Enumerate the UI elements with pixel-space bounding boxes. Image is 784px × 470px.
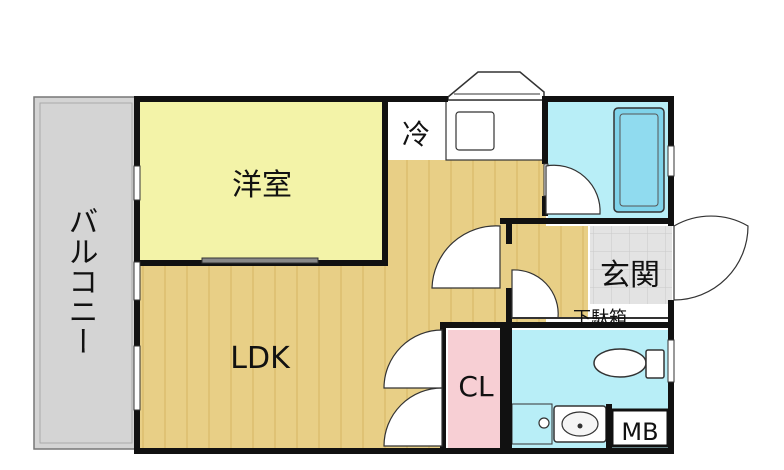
western-room-floor <box>140 100 385 260</box>
toilet-tank <box>645 349 665 379</box>
western-room-label: 洋室 <box>232 168 292 203</box>
balcony-label: バルコニー <box>63 206 98 356</box>
meter-box-label: MB <box>621 418 658 446</box>
entrance-label: 玄関 <box>600 258 660 293</box>
kitchen-hood <box>447 71 545 101</box>
refrigerator-label: 冷 <box>402 118 430 151</box>
kitchen-floor-strip <box>445 300 507 325</box>
entrance-tile <box>590 226 672 304</box>
closet-label: CL <box>458 370 494 403</box>
closet-floor <box>448 330 506 448</box>
balcony-inner-edge <box>39 102 133 444</box>
ldk-label: LDK <box>230 341 291 376</box>
shoe-box-label: 下駄箱 <box>573 308 627 329</box>
bathtub-inner <box>619 113 659 207</box>
balcony <box>33 96 139 450</box>
sink-basin <box>455 111 495 151</box>
door-swings <box>383 164 749 447</box>
washer-tap <box>538 417 550 429</box>
refrigerator-space <box>388 102 446 160</box>
toilet-bowl <box>593 348 647 378</box>
drain <box>577 423 583 429</box>
